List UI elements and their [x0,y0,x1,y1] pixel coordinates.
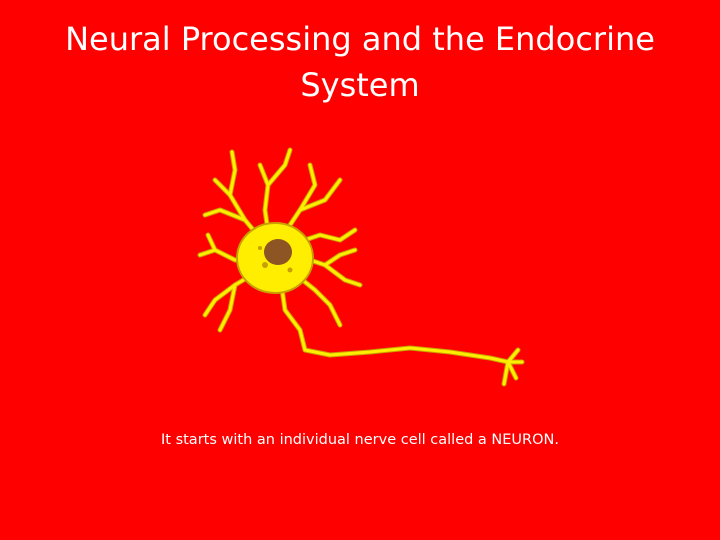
slide-title: Neural Processing and the Endocrine Syst… [65,20,655,104]
neuron-illustration [197,147,525,387]
slide-caption: It starts with an individual nerve cell … [161,432,559,448]
